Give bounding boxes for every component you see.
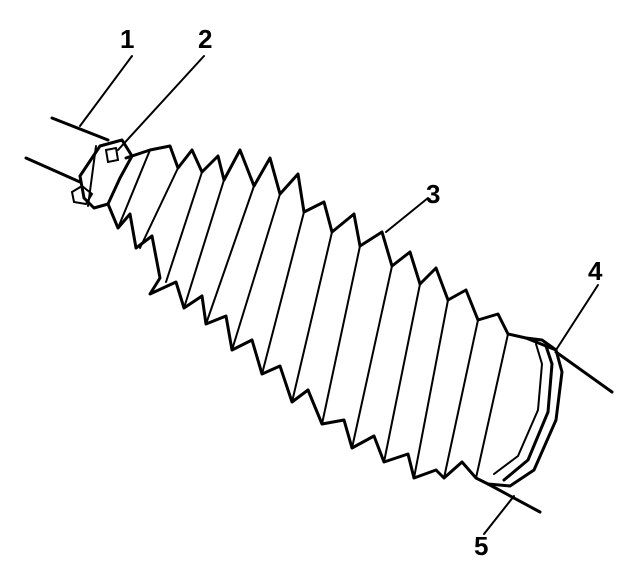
callout-2-label: 2 — [198, 24, 212, 54]
callout-5-label: 5 — [474, 531, 488, 561]
leader-line-1 — [79, 55, 133, 127]
callout-4-label: 4 — [588, 256, 603, 286]
housing-line-upper — [50, 116, 110, 142]
outer-clamp — [70, 138, 134, 210]
callout-1-label: 1 — [120, 24, 134, 54]
leader-line-5 — [483, 495, 515, 535]
housing-line-upper-right — [554, 350, 614, 394]
callout-3-label: 3 — [426, 179, 440, 209]
bellows-boot — [106, 144, 558, 486]
inner-clamp — [486, 336, 564, 488]
leader-line-3 — [385, 197, 429, 233]
leader-line-4 — [555, 284, 599, 351]
leader-line-2 — [117, 55, 205, 151]
tie-rod-line-lower-right — [486, 482, 542, 514]
tie-rod-line-lower-left — [24, 156, 82, 184]
